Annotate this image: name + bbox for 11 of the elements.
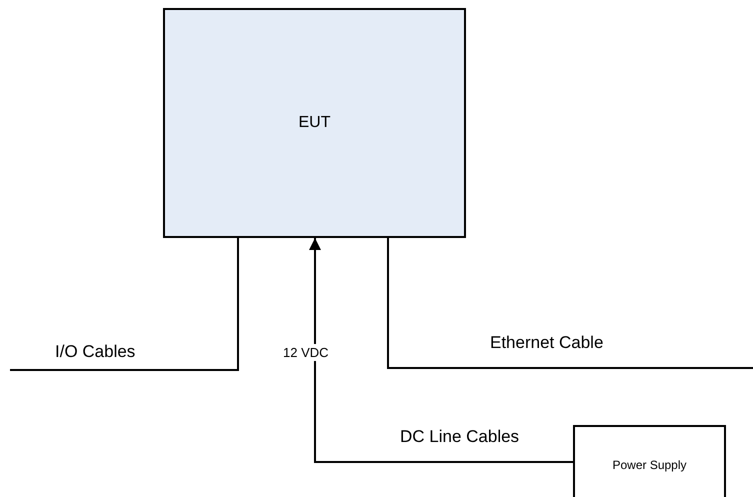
connector-line [387,237,753,369]
connector-line [10,237,239,371]
arrow [309,238,573,463]
edge-label: DC Line Cables [400,427,520,447]
power-supply-box [573,425,726,497]
voltage-label: 12 VDC [283,344,329,361]
edge-label: I/O Cables [55,342,136,362]
edge-label: Ethernet Cable [490,333,604,353]
node-label: Power Supply [612,458,687,472]
node-label: EUT [298,114,330,132]
equipment-box [163,8,466,238]
